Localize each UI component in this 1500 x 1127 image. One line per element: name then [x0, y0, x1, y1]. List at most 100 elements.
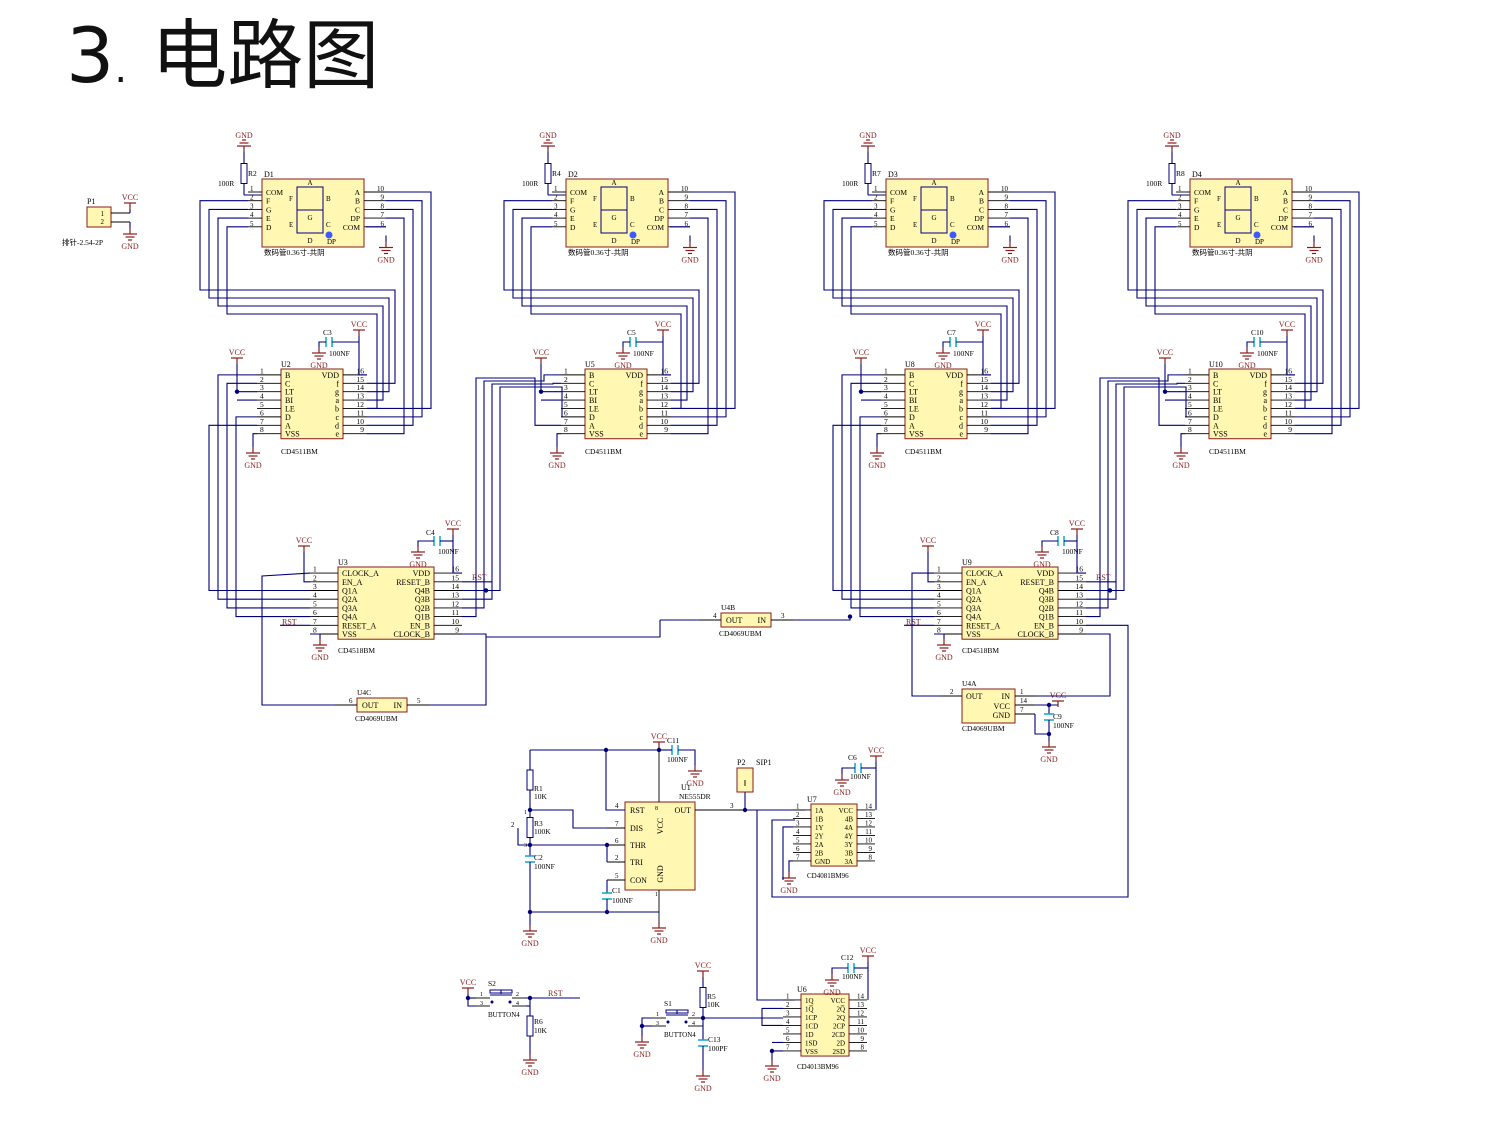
pin-number: 4 — [884, 392, 888, 401]
pin-number: 1 — [260, 366, 264, 375]
pin-number: 7 — [937, 617, 941, 626]
cap-ref: C13 — [708, 1035, 721, 1044]
pin-number: 7 — [685, 211, 689, 219]
pin-name: LT — [909, 388, 918, 397]
cap-ref: C1 — [612, 886, 621, 895]
pin-number: 8 — [655, 806, 658, 812]
pin-name: DP — [974, 214, 984, 223]
wire — [1086, 377, 1185, 618]
pin-number: 14 — [1285, 383, 1293, 392]
gnd-label: GND — [311, 653, 329, 662]
pin-name: LT — [589, 388, 598, 397]
wire — [636, 336, 664, 343]
pin-name: D — [1194, 223, 1200, 232]
wire — [1035, 633, 1111, 697]
segment-label: A — [307, 179, 312, 187]
gnd-symbol: GND — [235, 131, 253, 152]
wire — [671, 208, 718, 426]
wire — [671, 200, 727, 418]
pin-number: 10 — [1001, 185, 1009, 193]
display-ref: D2 — [568, 170, 578, 179]
pin-name: GND — [815, 858, 830, 866]
wire — [1286, 342, 1295, 376]
pin-name: c — [1263, 413, 1267, 422]
resistor-ref: R8 — [1176, 169, 1185, 178]
cap-ref: C8 — [1050, 528, 1059, 537]
segment-label: B — [326, 195, 331, 203]
resistor-body — [544, 163, 552, 184]
segment-label: D — [1235, 237, 1240, 245]
pin-name: g — [639, 388, 643, 397]
contact — [666, 1020, 670, 1024]
pin-name: e — [959, 430, 963, 439]
pin-name: 1CD — [805, 1022, 818, 1030]
gnd-symbol: GND — [823, 974, 841, 997]
segment-label: C — [950, 221, 955, 229]
resistor-value: 10K — [534, 1026, 548, 1035]
sip-ref: P2 — [737, 758, 745, 767]
pin-name: D — [266, 223, 272, 232]
cap-ref: C6 — [848, 753, 857, 762]
junction-dot — [639, 1023, 645, 1029]
wire — [991, 200, 1047, 418]
button-ref: S2 — [488, 979, 496, 988]
pin-name: DIS — [630, 824, 643, 833]
cap-value: 100NF — [667, 755, 688, 764]
pin-number: 3 — [730, 802, 734, 810]
pin-number: 2 — [950, 688, 954, 696]
wire — [252, 433, 257, 447]
wire — [991, 191, 1056, 410]
pin-name: 1D — [805, 1031, 814, 1039]
cap-value: 100NF — [438, 547, 459, 556]
pin-number: 8 — [861, 1043, 865, 1051]
wire — [982, 342, 991, 376]
pin-number: 8 — [564, 425, 568, 434]
decimal-point — [1253, 231, 1261, 239]
pin-number: 3 — [656, 1021, 659, 1027]
vcc-label: VCC — [351, 320, 367, 329]
gnd-symbol: GND — [311, 638, 329, 662]
pin-name: e — [1263, 430, 1267, 439]
wire — [859, 416, 934, 618]
pin-number: 7 — [1188, 417, 1192, 426]
pin-name: VCC — [831, 997, 846, 1005]
pin-name: A — [355, 188, 361, 197]
resistor — [526, 998, 534, 1054]
chip-body — [904, 368, 968, 440]
pin-name: 2SD — [833, 1048, 845, 1056]
wire — [303, 552, 310, 583]
pin-number: 4 — [786, 1018, 790, 1026]
wire — [358, 342, 367, 376]
vcc-symbol: VCC — [868, 746, 884, 762]
wire — [876, 433, 881, 447]
pin-name: BI — [285, 396, 293, 405]
wire — [226, 382, 310, 609]
segment-label: F — [593, 195, 597, 203]
segment-label: G — [1235, 214, 1240, 222]
gnd-label: GND — [823, 988, 841, 997]
pin-name: a — [639, 396, 643, 405]
wire — [236, 364, 257, 393]
pin-number: 1 — [250, 185, 254, 193]
pin-name: B — [589, 371, 594, 380]
pin-number: 6 — [1309, 220, 1313, 228]
pin-number: 2 — [1188, 375, 1192, 384]
pin-number: 8 — [381, 202, 385, 210]
pin-name: Q3B — [415, 595, 430, 604]
junction-dot — [1107, 588, 1113, 593]
pin-name: 2CP — [833, 1022, 845, 1030]
wire — [991, 208, 1038, 426]
pin-name: 2B — [815, 849, 824, 857]
resistor-ref: R6 — [534, 1017, 543, 1026]
wire — [226, 226, 378, 410]
segment-label: A — [611, 179, 616, 187]
cap-value: 100NF — [633, 349, 654, 358]
resistor-body — [240, 163, 248, 184]
pin-number: 5 — [1188, 400, 1192, 409]
pin-name: B — [909, 371, 914, 380]
pin-name: b — [335, 404, 339, 413]
junction-dot — [604, 909, 610, 915]
